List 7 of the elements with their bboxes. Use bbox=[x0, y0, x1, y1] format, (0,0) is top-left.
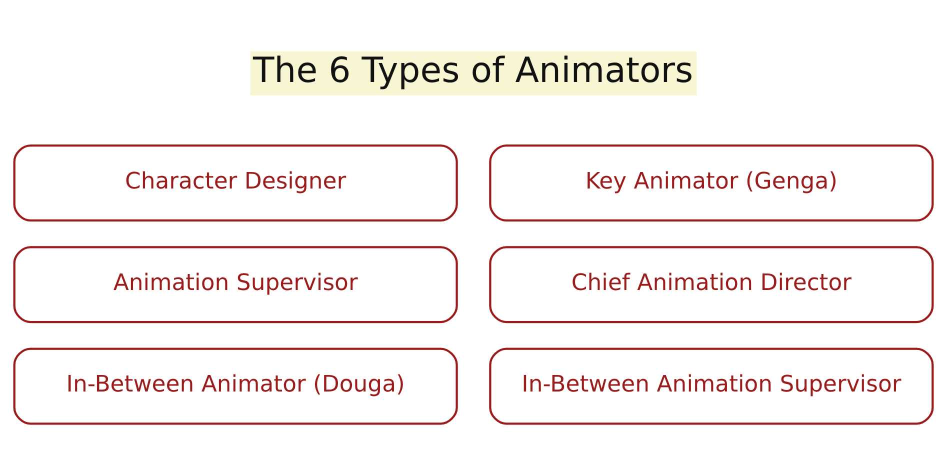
node-box: In-Between Animator (Douga) bbox=[12, 347, 458, 424]
node-box: Key Animator (Genga) bbox=[488, 144, 934, 222]
node-box: Character Designer bbox=[12, 144, 458, 222]
node-box: Animation Supervisor bbox=[12, 246, 458, 323]
node-box: Chief Animation Director bbox=[488, 246, 934, 323]
node-box: In-Between Animation Supervisor bbox=[488, 347, 934, 424]
diagram-title: The 6 Types of Animators bbox=[252, 50, 693, 90]
